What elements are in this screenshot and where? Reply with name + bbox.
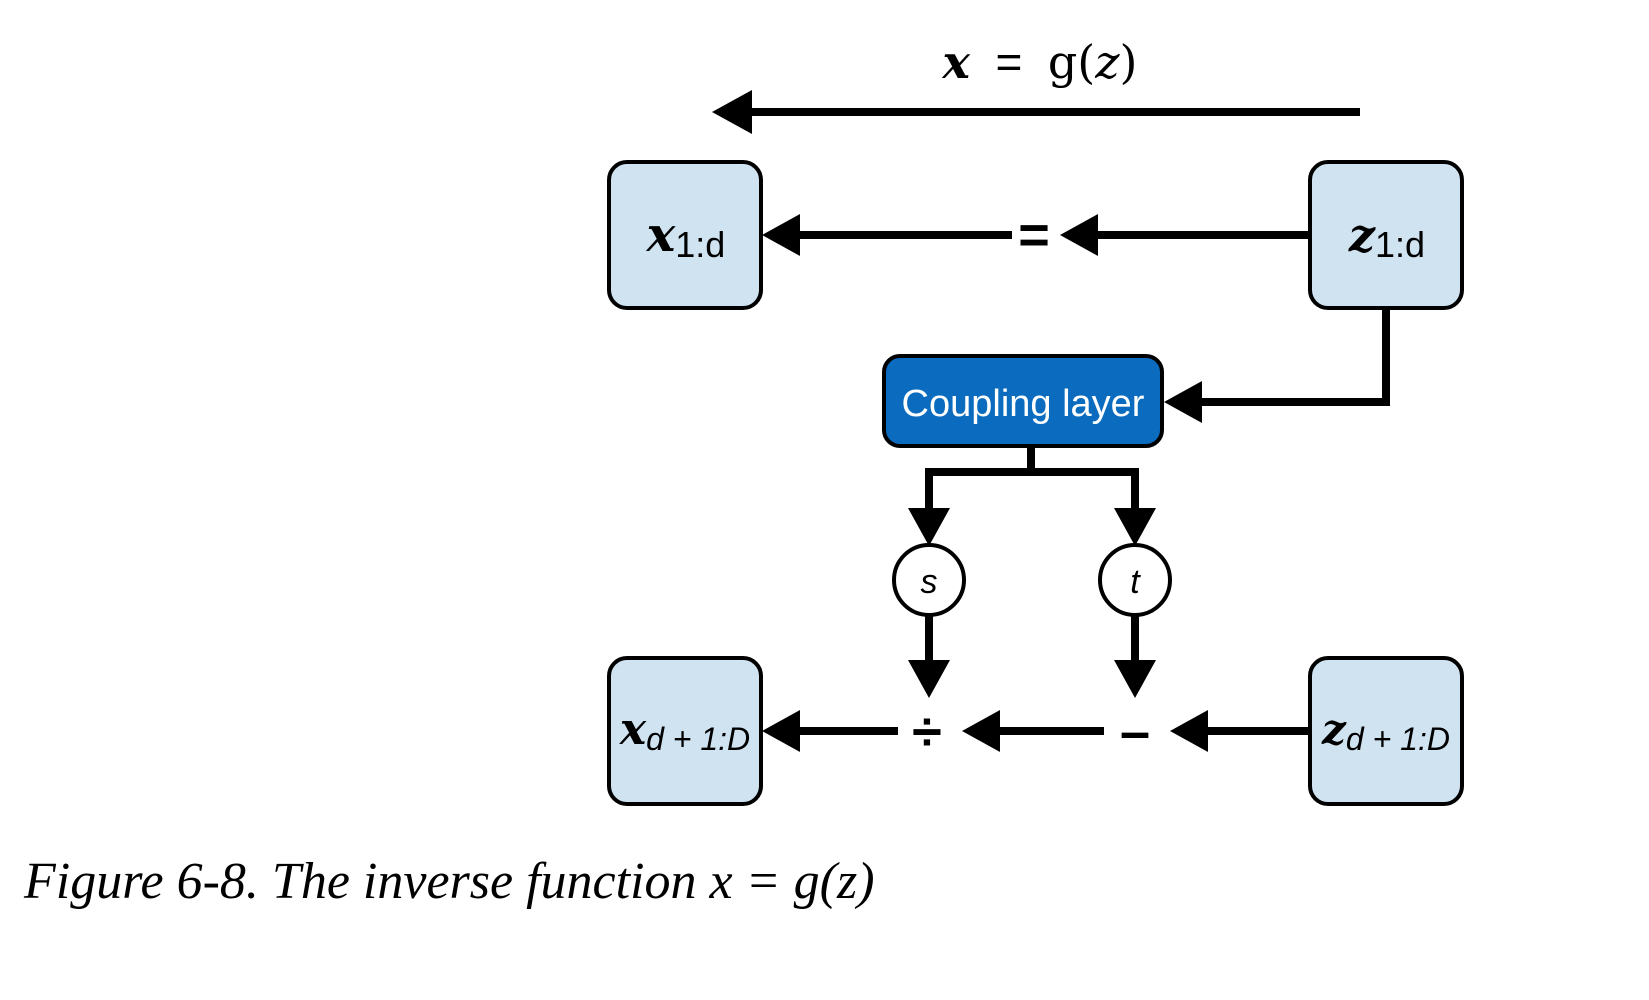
s-input-arrowhead <box>908 508 950 546</box>
node-x-d1D-label: xd + 1:D <box>619 704 750 757</box>
equation-x: x <box>942 35 971 89</box>
node-x-d1D-symbol: x <box>619 704 647 755</box>
z-to-coupling-line <box>1200 308 1390 406</box>
node-x-1d: x1:d <box>607 160 763 310</box>
node-z-1d-label: z1:d <box>1348 208 1425 265</box>
s-output-arrowhead <box>908 660 950 698</box>
node-x-1d-symbol: x <box>646 207 677 263</box>
node-s-label: s <box>921 563 938 601</box>
equation-g: g( <box>1048 35 1095 89</box>
node-z-d1D-label: zd + 1:D <box>1321 705 1450 757</box>
equation-equals: = <box>995 36 1022 88</box>
row2-arrowhead-mid <box>962 710 1000 752</box>
node-z-d1D-subscript: d + 1:D <box>1346 721 1450 757</box>
coupling-layer: Coupling layer <box>882 354 1164 448</box>
minus-operator: – <box>1120 702 1150 762</box>
figure-caption: Figure 6-8. The inverse function x = g(z… <box>24 853 875 910</box>
node-z-d1D: zd + 1:D <box>1308 656 1464 806</box>
row2-arrowhead-z <box>1170 710 1208 752</box>
equation-close: ) <box>1120 35 1138 89</box>
node-x-1d-box <box>607 160 763 310</box>
node-z-d1D-symbol: z <box>1321 705 1347 754</box>
equation-z: z <box>1094 35 1120 89</box>
top-arrowhead <box>712 90 752 134</box>
equals-operator: = <box>1018 205 1050 265</box>
node-t: t <box>1098 543 1172 617</box>
node-z-1d: z1:d <box>1308 160 1464 310</box>
node-z-1d-symbol: z <box>1348 208 1376 262</box>
node-x-d1D-box <box>607 656 763 806</box>
coupling-input-arrowhead <box>1164 381 1202 423</box>
top-equation: x = g(z) <box>942 35 1138 89</box>
node-s: s <box>892 543 966 617</box>
node-z-1d-subscript: 1:d <box>1375 224 1425 265</box>
node-t-label: t <box>1130 563 1141 601</box>
row2-arrowhead-x <box>762 710 800 752</box>
coupling-split-line <box>925 468 1139 512</box>
node-x-1d-label: x1:d <box>646 207 726 265</box>
row1-arrowhead-left <box>762 214 800 256</box>
divide-operator: ÷ <box>912 702 942 762</box>
coupling-layer-label: Coupling layer <box>902 383 1145 425</box>
node-x-1d-subscript: 1:d <box>675 224 725 265</box>
t-input-arrowhead <box>1114 508 1156 546</box>
row1-arrowhead-right <box>1060 214 1098 256</box>
node-x-d1D-subscript: d + 1:D <box>646 721 750 757</box>
node-x-d1D: xd + 1:D <box>607 656 763 806</box>
coupling-layer-box <box>882 354 1164 448</box>
t-output-arrowhead <box>1114 660 1156 698</box>
